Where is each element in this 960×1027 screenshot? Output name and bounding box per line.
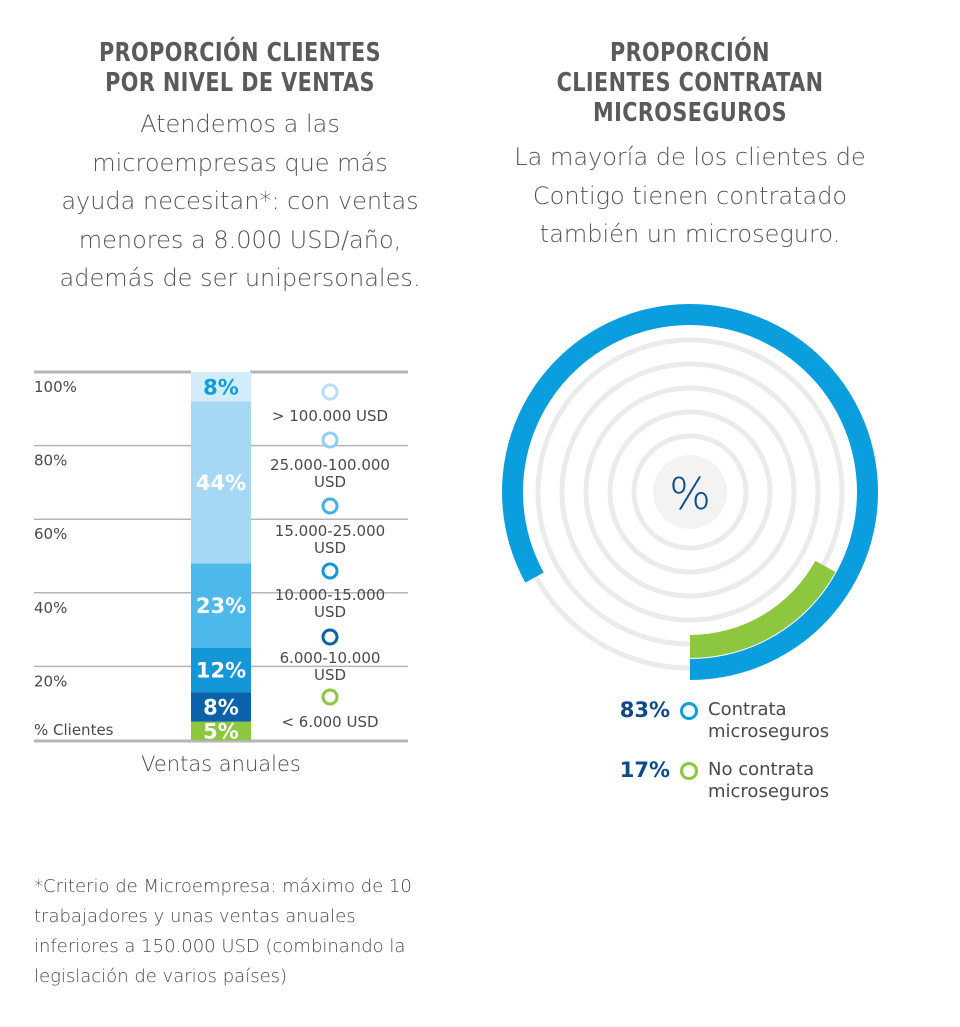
legend-no-contrata: 17% No contrata microseguros <box>612 759 858 803</box>
legend-range-label-1-0: 25.000-100.000 <box>270 456 390 474</box>
legend-range-label-2-0: 15.000-25.000 <box>275 522 385 540</box>
percent-center-icon: % <box>669 469 711 520</box>
x-axis-label: Ventas anuales <box>141 752 301 776</box>
bar-segment-label-2: 12% <box>196 659 246 683</box>
legend-ring-icon-0 <box>321 383 339 401</box>
bar-segment-3 <box>191 563 251 648</box>
bar-segment-label-5: 8% <box>203 375 239 399</box>
center-disc <box>653 455 727 529</box>
legend-range-label-3-1: USD <box>314 603 346 621</box>
left-title-line-1: PROPORCIÓN CLIENTES <box>98 38 382 68</box>
legend-ring-icon-2 <box>321 497 339 515</box>
y-tick-label-60: 60% <box>34 525 67 543</box>
legend-ring-icon-1 <box>321 431 339 449</box>
bar-segment-label-3: 23% <box>196 594 246 618</box>
left-intro: Atendemos a las microempresas que más ay… <box>59 110 421 292</box>
y-tick-label-100: 100% <box>34 378 77 396</box>
legend-range-label-4-1: USD <box>314 666 346 684</box>
legend-contrata-ring-icon <box>680 702 698 720</box>
decorative-ring-3 <box>583 385 797 599</box>
y-tick-label-40: 40% <box>34 599 67 617</box>
bar-segment-4 <box>191 401 251 564</box>
right-intro: La mayoría de los clientes de Contigo ti… <box>514 143 866 248</box>
bar-segment-2 <box>191 648 251 693</box>
donut-segment-no-contrata <box>690 560 836 658</box>
legend-range-label-1-1: USD <box>314 473 346 491</box>
legend-no-contrata-ring-icon <box>680 762 698 780</box>
legend-contrata: 83% Contrata microseguros <box>612 699 858 743</box>
legend-no-contrata-value: 17% <box>619 758 670 782</box>
legend-range-label-3-0: 10.000-15.000 <box>275 586 385 604</box>
legend-no-contrata-label: No contrata microseguros <box>708 759 830 802</box>
right-title-line-1: PROPORCIÓN <box>610 38 770 68</box>
legend-range-label-4-0: 6.000-10.000 <box>280 649 381 667</box>
legend-range-label-0-0: > 100.000 USD <box>272 407 388 425</box>
legend-ring-icon-4 <box>321 628 339 646</box>
legend-contrata-label: Contrata microseguros <box>708 699 830 742</box>
bar-segment-1 <box>191 692 251 722</box>
legend-ring-icon-5 <box>321 688 339 706</box>
bar-segment-label-1: 8% <box>203 695 239 719</box>
bar-segment-5 <box>191 372 251 402</box>
y-axis-label: % Clientes <box>34 721 114 739</box>
legend-range-label-5-0: < 6.000 USD <box>281 713 378 731</box>
left-title: PROPORCIÓN CLIENTES POR NIVEL DE VENTAS <box>72 38 408 98</box>
decorative-ring-4 <box>607 409 773 575</box>
right-title: PROPORCIÓN CLIENTES CONTRATAN MICROSEGUR… <box>538 38 842 128</box>
legend-contrata-value: 83% <box>619 698 670 722</box>
y-tick-label-80: 80% <box>34 452 67 470</box>
right-title-line-3: MICROSEGUROS <box>592 98 788 128</box>
bar-segment-0 <box>191 721 251 740</box>
legend-range-label-2-1: USD <box>314 539 346 557</box>
right-title-line-2: CLIENTES CONTRATAN <box>556 68 824 98</box>
decorative-ring-2 <box>559 361 821 623</box>
decorative-ring-5 <box>631 433 749 551</box>
left-title-line-2: POR NIVEL DE VENTAS <box>105 68 375 98</box>
bar-segment-label-4: 44% <box>196 471 246 495</box>
y-tick-label-20: 20% <box>34 672 67 690</box>
footnote: *Criterio de Microempresa: máximo de 10 … <box>34 876 412 987</box>
legend-ring-icon-3 <box>321 562 339 580</box>
bar-segment-label-0: 5% <box>203 719 239 743</box>
